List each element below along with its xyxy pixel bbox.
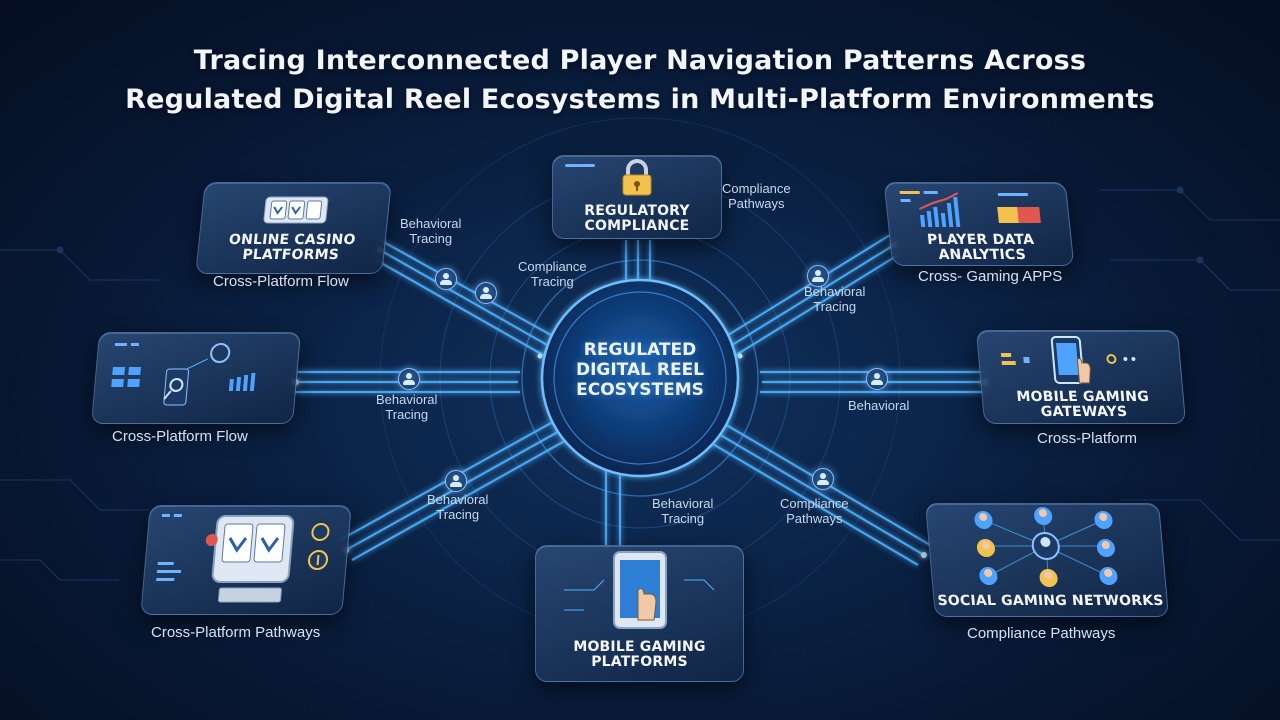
- player-data-analytics-card: Player Data Analytics: [883, 182, 1075, 266]
- edge-label-bottom-center: Behavioral Tracing: [652, 496, 713, 526]
- slot-machine-icon: [156, 514, 330, 603]
- edge-label-top-right-a: Compliance Pathways: [722, 181, 791, 211]
- user-node-icon: [812, 468, 834, 490]
- edge-label-bottom-right: Compliance Pathways: [780, 496, 849, 526]
- edge-label-line: Behavioral: [652, 496, 714, 511]
- tablet-touch-icon: [564, 551, 715, 629]
- edge-label-line: Compliance: [518, 259, 587, 274]
- dashboard-icon: [111, 343, 256, 406]
- social-title-1: Social Gaming Networks: [936, 593, 1165, 609]
- edge-label-line: Compliance: [780, 496, 849, 511]
- regulatory-compliance-card: Regulatory Compliance: [552, 155, 722, 239]
- regulatory-title-1: Regulatory: [584, 203, 690, 219]
- edge-label-line: Behavioral: [400, 216, 462, 231]
- player-data-title-2: Analytics: [937, 247, 1027, 263]
- online-casino-title-2: Platforms: [241, 247, 340, 263]
- edge-label-line: Behavioral: [848, 398, 910, 413]
- edge-label-line: Tracing: [530, 274, 574, 289]
- online-casino-title-1: Online Casino: [228, 232, 357, 248]
- padlock-icon: [622, 159, 652, 196]
- cross-platform-flow-card: [90, 332, 302, 424]
- social-network-icon: [974, 507, 1118, 587]
- slot-machine-icon: [263, 196, 329, 224]
- edge-label-line: Behavioral: [376, 392, 438, 407]
- user-node-icon: [475, 282, 497, 304]
- edge-label-line: Tracing: [661, 511, 705, 526]
- player-data-caption: Cross- Gaming APPS: [918, 268, 1063, 285]
- edge-label-line: Pathways: [728, 196, 785, 211]
- edge-label-top-left-a: Behavioral Tracing: [400, 216, 461, 246]
- online-casino-platforms-card: Online Casino Platforms: [195, 182, 392, 274]
- phone-touch-icon: [1000, 336, 1136, 384]
- edge-label-line: Pathways: [786, 511, 843, 526]
- hub-label: Regulated Digital Reel Ecosystems: [540, 340, 740, 400]
- hub-circle: [540, 278, 740, 478]
- mobile-gaming-gateways-card: Mobile Gaming Gateways: [975, 330, 1187, 424]
- hub-label-line-1: Regulated: [583, 340, 697, 360]
- left-mid-caption: Cross-Platform Flow: [112, 428, 248, 445]
- edge-label-line: Tracing: [385, 407, 429, 422]
- mobile-platforms-title-2: Platforms: [591, 654, 688, 670]
- slot-left-caption: Cross-Platform Pathways: [151, 624, 321, 641]
- online-casino-caption: Cross-Platform Flow: [213, 273, 349, 290]
- background-circuit-traces: [0, 186, 1280, 581]
- user-node-icon: [398, 368, 420, 390]
- edge-label-top-left-b: Compliance Tracing: [518, 259, 587, 289]
- edge-label-line: Tracing: [409, 231, 453, 246]
- user-node-icon: [807, 265, 829, 287]
- mobile-platforms-title-1: Mobile Gaming: [573, 639, 706, 655]
- cross-platform-pathways-card: [140, 505, 352, 615]
- edge-label-left-mid: Behavioral Tracing: [376, 392, 437, 422]
- edge-label-line: Behavioral: [804, 284, 866, 299]
- mobile-gaming-platforms-card: Mobile Gaming Platforms: [535, 545, 744, 682]
- social-gaming-networks-card: Social Gaming Networks: [925, 503, 1169, 617]
- edge-label-line: Behavioral: [427, 492, 489, 507]
- edge-label-bottom-left: Behavioral Tracing: [427, 492, 488, 522]
- edge-label-right-mid: Behavioral: [848, 398, 909, 413]
- player-data-title-1: Player Data: [926, 232, 1035, 248]
- mobile-gateways-title-1: Mobile Gaming: [1015, 389, 1150, 405]
- card-header-bar: [565, 164, 595, 167]
- page-title-line-2: Regulated Digital Reel Ecosystems in Mul…: [125, 84, 1155, 115]
- regulatory-title-2: Compliance: [584, 218, 690, 234]
- page-title-line-1: Tracing Interconnected Player Navigation…: [193, 45, 1087, 76]
- social-caption: Compliance Pathways: [967, 625, 1116, 642]
- edge-label-top-right-b: Behavioral Tracing: [804, 284, 865, 314]
- edge-label-line: Compliance: [722, 181, 791, 196]
- user-node-icon: [866, 368, 888, 390]
- edge-label-line: Tracing: [813, 299, 857, 314]
- hub-label-line-3: Ecosystems: [576, 380, 704, 400]
- user-node-icon: [445, 470, 467, 492]
- edge-label-line: Tracing: [436, 507, 480, 522]
- user-node-icon: [435, 268, 457, 290]
- mobile-gateways-caption: Cross-Platform: [1037, 430, 1138, 447]
- analytics-chart-icon: [899, 191, 1041, 227]
- hub-label-line-2: Digital Reel: [575, 360, 705, 380]
- mobile-gateways-title-2: Gateways: [1040, 404, 1128, 420]
